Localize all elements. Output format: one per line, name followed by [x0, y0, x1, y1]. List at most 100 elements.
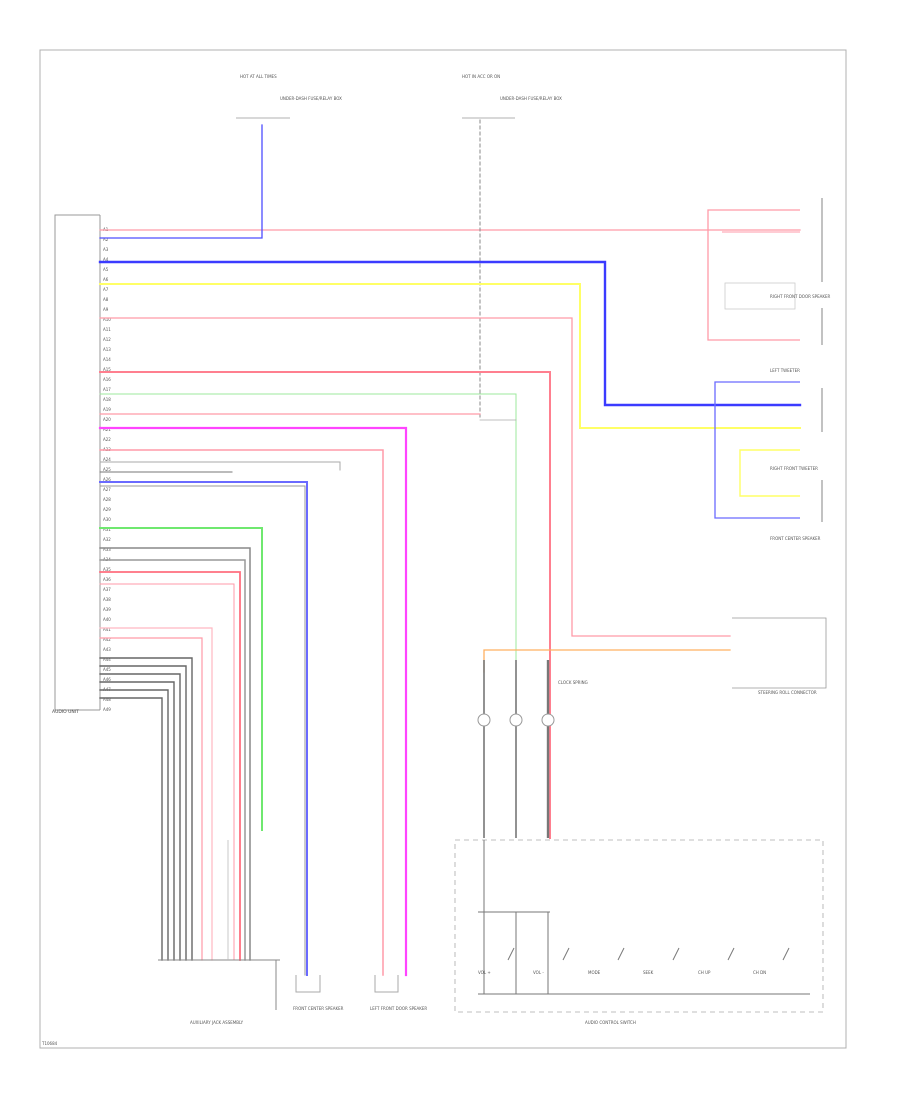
pin-label: A16: [103, 377, 111, 382]
wire-red-5: [99, 449, 384, 976]
pin-label: A38: [103, 597, 111, 602]
pin-label: A41: [103, 627, 111, 632]
pin-label: A13: [103, 347, 111, 352]
svg-text:CLOCK SPRING: CLOCK SPRING: [558, 680, 588, 685]
pin-label: A43: [103, 647, 111, 652]
audio-control-switch: AUDIO CONTROL SWITCH: [454, 839, 824, 1025]
pin-label: A21: [103, 427, 111, 432]
switch-label: MODE: [588, 970, 601, 975]
pin-label: A17: [103, 387, 111, 392]
pin-label: A48: [103, 697, 111, 702]
pin-label: A29: [103, 507, 111, 512]
wire-magenta: [98, 426, 408, 977]
speaker-labels: RIGHT FRONT DOOR SPEAKER LEFT TWEETER RI…: [558, 294, 831, 685]
svg-text:AUDIO CONTROL SWITCH: AUDIO CONTROL SWITCH: [585, 1020, 636, 1025]
pin-label: A33: [103, 547, 111, 552]
pin-label: A35: [103, 567, 111, 572]
switch-label: CH UP: [698, 970, 711, 975]
pin-label: A46: [103, 677, 111, 682]
wire-green-1: [99, 393, 517, 661]
audio-unit: AUDIO UNIT: [52, 214, 101, 715]
pin-label: A25: [103, 467, 111, 472]
switch-contact: [507, 947, 515, 961]
pin-label: A27: [103, 487, 111, 492]
switch-label: CH DN: [753, 970, 766, 975]
wire-dark-5: [99, 681, 175, 961]
switch-contact: [782, 947, 790, 961]
wire-blue-main: [98, 260, 802, 407]
wires: [98, 119, 802, 977]
pin-label: A28: [103, 497, 111, 502]
svg-text:LEFT TWEETER: LEFT TWEETER: [770, 368, 800, 373]
pin-label: A20: [103, 417, 111, 422]
svg-text:STEERING ROLL CONNECTOR: STEERING ROLL CONNECTOR: [758, 690, 817, 695]
pin-label: A32: [103, 537, 111, 542]
svg-text:RIGHT FRONT DOOR SPEAKER: RIGHT FRONT DOOR SPEAKER: [770, 294, 831, 299]
wire-blue-2: [99, 481, 308, 976]
right-front-speaker-red: [707, 198, 823, 345]
wire-pink-1: [99, 627, 213, 961]
pin-label: A12: [103, 337, 111, 342]
svg-text:HOT IN ACC OR ON: HOT IN ACC OR ON: [462, 74, 500, 79]
wire-yellow-main: [99, 283, 801, 429]
wire-orange: [483, 649, 731, 673]
switch-contact: [672, 947, 680, 961]
pin-label: A45: [103, 667, 111, 672]
pin-label: A36: [103, 577, 111, 582]
wire-gray-2: [99, 485, 306, 976]
wire-red-7: [99, 583, 235, 961]
audio-unit-pin-labels: A1A2A3A4A5A6A7A8A9A10A11A12A13A14A15A16A…: [103, 227, 111, 712]
pin-label: A40: [103, 617, 111, 622]
fuse-blocks: HOT AT ALL TIMES HOT IN ACC OR ON UNDER-…: [236, 74, 562, 119]
pin-label: A9: [103, 307, 109, 312]
pin-label: A11: [103, 327, 111, 332]
svg-text:FRONT CENTER SPEAKER: FRONT CENTER SPEAKER: [770, 536, 821, 541]
auxiliary-jack: AUXILIARY JACK ASSEMBLY: [158, 840, 280, 1025]
switch-contact: [617, 947, 625, 961]
svg-text:UNDER-DASH FUSE/RELAY BOX: UNDER-DASH FUSE/RELAY BOX: [500, 96, 562, 101]
pin-label: A19: [103, 407, 111, 412]
svg-text:LEFT FRONT DOOR SPEAKER: LEFT FRONT DOOR SPEAKER: [370, 1006, 427, 1011]
pin-label: A30: [103, 517, 111, 522]
pin-label: A24: [103, 457, 111, 462]
wire-red-3: [99, 371, 551, 839]
wire-pink-2: [99, 637, 203, 961]
wire-gray-1: [99, 461, 341, 471]
wire-blue-fuse: [99, 124, 263, 239]
pin-label: A14: [103, 357, 111, 362]
pin-label: A6: [103, 277, 109, 282]
audio-unit-label: AUDIO UNIT: [52, 709, 79, 715]
switch-label: SEEK: [643, 970, 654, 975]
wire-red-2: [99, 317, 731, 637]
wire-dark-7: [99, 697, 163, 961]
wire-gray-4: [99, 559, 246, 961]
pin-label: A3: [103, 247, 109, 252]
pin-label: A5: [103, 267, 109, 272]
pin-label: A15: [103, 367, 111, 372]
svg-text:UNDER-DASH FUSE/RELAY BOX: UNDER-DASH FUSE/RELAY BOX: [280, 96, 342, 101]
switch-label: VOL -: [533, 970, 544, 975]
pin-label: A49: [103, 707, 111, 712]
switch-contact: [727, 947, 735, 961]
switch-contact: [562, 947, 570, 961]
pin-label: A37: [103, 587, 111, 592]
pin-label: A42: [103, 637, 111, 642]
steering-roll-connector: STEERING ROLL CONNECTOR: [732, 617, 827, 695]
pin-label: A18: [103, 397, 111, 402]
svg-text:RIGHT FRONT TWEETER: RIGHT FRONT TWEETER: [770, 466, 818, 471]
pin-label: A31: [103, 527, 111, 532]
pin-label: A44: [103, 657, 111, 662]
pin-label: A8: [103, 297, 109, 302]
pin-label: A7: [103, 287, 109, 292]
wire-gray-3: [99, 547, 251, 961]
footer-code: T10684: [41, 1041, 58, 1046]
pin-label: A2: [103, 237, 109, 242]
wire-dark-3: [99, 665, 187, 961]
bottom-speakers: FRONT CENTER SPEAKER LEFT FRONT DOOR SPE…: [293, 975, 427, 1011]
pin-label: A39: [103, 607, 111, 612]
svg-text:HOT AT ALL TIMES: HOT AT ALL TIMES: [240, 74, 277, 79]
wire-dark-2: [99, 657, 193, 961]
svg-text:FRONT CENTER SPEAKER: FRONT CENTER SPEAKER: [293, 1006, 344, 1011]
